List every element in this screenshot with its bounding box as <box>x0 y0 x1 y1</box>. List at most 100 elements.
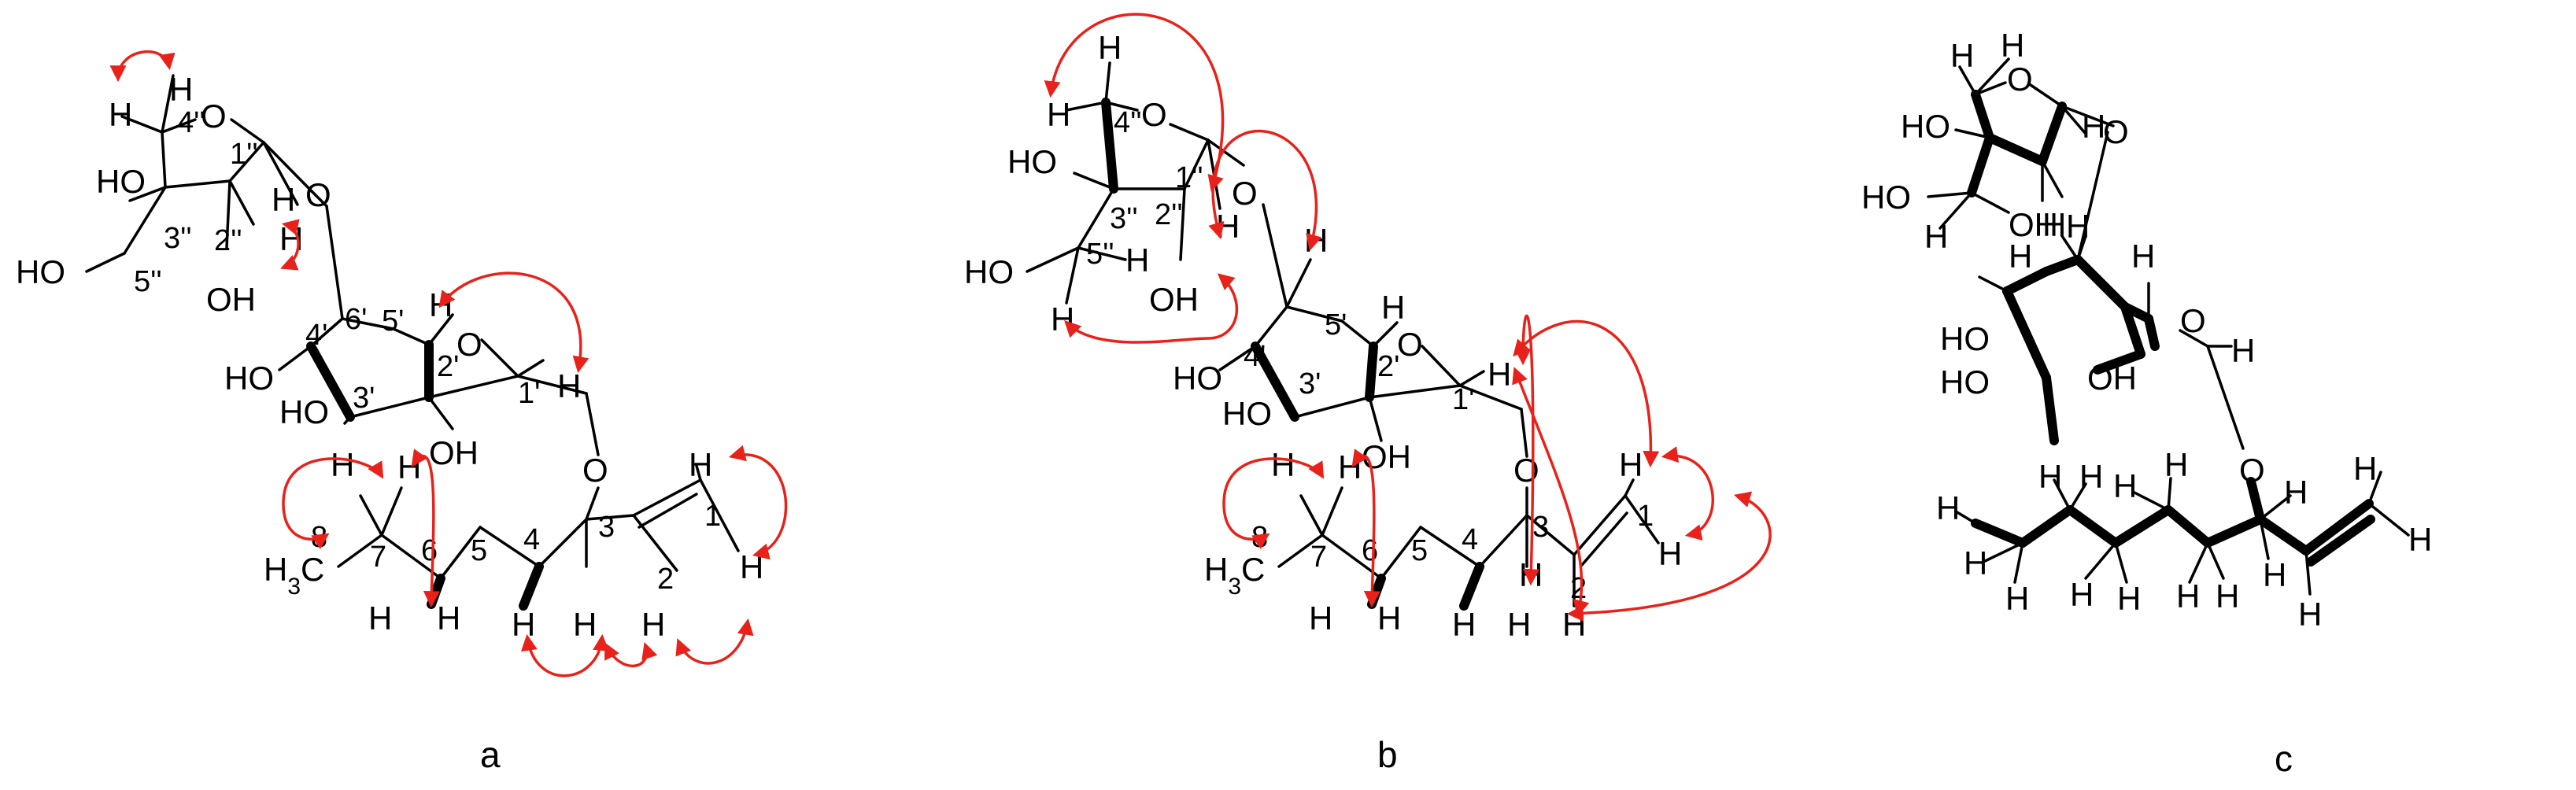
panel-c-structure: O O O O HO HO OH HO HO OH H H H H H H H … <box>1861 27 2432 779</box>
hydrogen-6b: H <box>1377 600 1401 637</box>
position-3pp: 3'' <box>1110 202 1138 235</box>
hydrogen-4b: H <box>1507 606 1531 643</box>
hydroxyl-3p: HO <box>1222 395 1272 432</box>
position-2pp: 2'' <box>214 224 242 257</box>
hydrogen-22: H <box>2079 458 2103 495</box>
hydrogen-4pp-b: H <box>1098 29 1122 66</box>
position-1p: 1' <box>518 377 540 410</box>
furanose-ring-3d <box>1927 57 2115 230</box>
hydrogen-14: H <box>2263 556 2286 593</box>
position-1pp: 1'' <box>1175 161 1203 194</box>
methyl-8: H3C <box>264 551 324 600</box>
hydroxyl-4p: HO <box>224 360 274 397</box>
position-4pp: 4'' <box>177 106 205 139</box>
hydrogen-2: H <box>1562 606 1586 643</box>
position-5: 5 <box>1411 534 1428 567</box>
hydroxyl-2pp: OH <box>1149 281 1199 318</box>
position-4pp: 4'' <box>1114 106 1142 139</box>
hydrogen-12: H <box>2298 596 2322 633</box>
panel-b-noe-arrows <box>1044 13 1772 622</box>
hydrogen-4pp: H <box>109 96 132 133</box>
hydrogen-6: H <box>368 600 392 637</box>
hydroxyl-5pp: HO <box>16 253 65 290</box>
hydrogen-15: H <box>2216 578 2239 615</box>
position-4: 4 <box>1462 523 1478 556</box>
hydroxyl-3p: HO <box>279 393 329 430</box>
position-3pp: 3'' <box>164 222 192 255</box>
hydrogen-25: H <box>1936 489 1960 526</box>
hydroxyl-b: HO <box>1861 179 1911 216</box>
hydrogen-18: H <box>2113 467 2137 504</box>
hydrogen-5pp-a: H <box>1051 301 1074 338</box>
position-6: 6 <box>1362 534 1378 567</box>
hydrogen-1: H <box>1950 37 1974 74</box>
position-5pp: 5'' <box>1086 238 1114 271</box>
position-7: 7 <box>370 541 386 574</box>
hydrogen-7a: H <box>331 446 354 483</box>
position-4p: 4' <box>1244 340 1266 373</box>
hydroxyl-4p: HO <box>1173 360 1222 397</box>
pyran-oxygen: O <box>2180 302 2206 339</box>
hydrogen-top: H <box>169 71 193 108</box>
hydrogen-21: H <box>2038 458 2062 495</box>
panel-a-noe-arrows <box>109 50 788 677</box>
hydrogen-1pp: H <box>272 181 295 218</box>
position-7: 7 <box>1310 541 1327 574</box>
hydrogen-13: H <box>2284 474 2308 511</box>
hydrogen-23: H <box>2005 580 2029 617</box>
hydrogen-1p: H <box>1488 356 1511 393</box>
panel-a-structure: O O O O HO HO OH HO HO OH H H H H H H H … <box>16 50 788 775</box>
position-1: 1 <box>704 500 721 533</box>
aglycone-oxygen: O <box>1513 452 1539 489</box>
hydrogen-7b: H <box>1338 449 1362 485</box>
hydrogen-10: H <box>2353 450 2377 487</box>
furan-oxygen: O <box>201 98 227 135</box>
hydrogen-7: H <box>2066 208 2090 245</box>
hydrogen-6a: H <box>1309 600 1332 637</box>
position-3p: 3' <box>1299 367 1321 401</box>
hydroxyl-a: HO <box>1901 108 1950 145</box>
position-5p: 5' <box>1325 308 1347 341</box>
hydrogen-1pp: H <box>1216 208 1240 245</box>
hydrogen-20: H <box>2070 576 2094 613</box>
hydrogen-5pp-b: H <box>1125 242 1149 279</box>
hydroxyl-3pp: HO <box>96 163 146 200</box>
aglycone-chain-3d <box>1954 471 2410 596</box>
hydrogen-2: H <box>641 606 665 643</box>
aglycone-oxygen: O <box>582 452 608 489</box>
position-2p: 2' <box>1377 350 1399 383</box>
hydroxyl-3pp: HO <box>1007 143 1057 180</box>
hydrogen-5: H <box>2009 238 2032 275</box>
furan-oxygen: O <box>2007 61 2033 98</box>
hydrogen-8: H <box>2131 238 2155 275</box>
glycosidic-oxygen: O <box>1232 175 1258 212</box>
position-6: 6 <box>421 534 438 567</box>
furanose-ring <box>85 74 328 273</box>
position-3p: 3' <box>353 382 375 415</box>
position-3: 3 <box>1532 511 1549 544</box>
position-2: 2 <box>657 563 674 596</box>
hydrogen-6b: H <box>437 600 460 637</box>
hydroxyl-2p: OH <box>1362 438 1411 475</box>
hydrogen-1b: H <box>1658 535 1682 572</box>
panel-a-label: a <box>480 734 501 775</box>
position-2: 2 <box>1570 572 1587 605</box>
hydrogen-1a: H <box>689 446 712 483</box>
panel-c-label: c <box>2275 738 2293 779</box>
hydrogen-4: H <box>512 606 535 643</box>
hydrogen-4b: H <box>573 606 597 643</box>
hydrogen-1a: H <box>1619 446 1643 483</box>
position-5pp: 5'' <box>134 265 162 298</box>
panel-b-structure: O O O O HO HO OH HO HO OH H H H H H H H … <box>964 13 1772 775</box>
hydrogen-1p: H <box>557 367 581 404</box>
hydroxyl-e: HO <box>1940 364 1990 401</box>
aglycone-oxygen: O <box>2239 452 2265 489</box>
position-4p: 4' <box>305 319 327 352</box>
hydrogen-16: H <box>2176 578 2200 615</box>
position-2p: 2' <box>437 350 459 383</box>
position-1: 1 <box>1637 500 1654 533</box>
panel-c-atom-labels: O O O O HO HO OH HO HO OH H H H H H H H … <box>1861 27 2432 633</box>
methyl-8: H3C <box>1204 551 1265 600</box>
position-2pp: 2'' <box>1155 198 1183 231</box>
